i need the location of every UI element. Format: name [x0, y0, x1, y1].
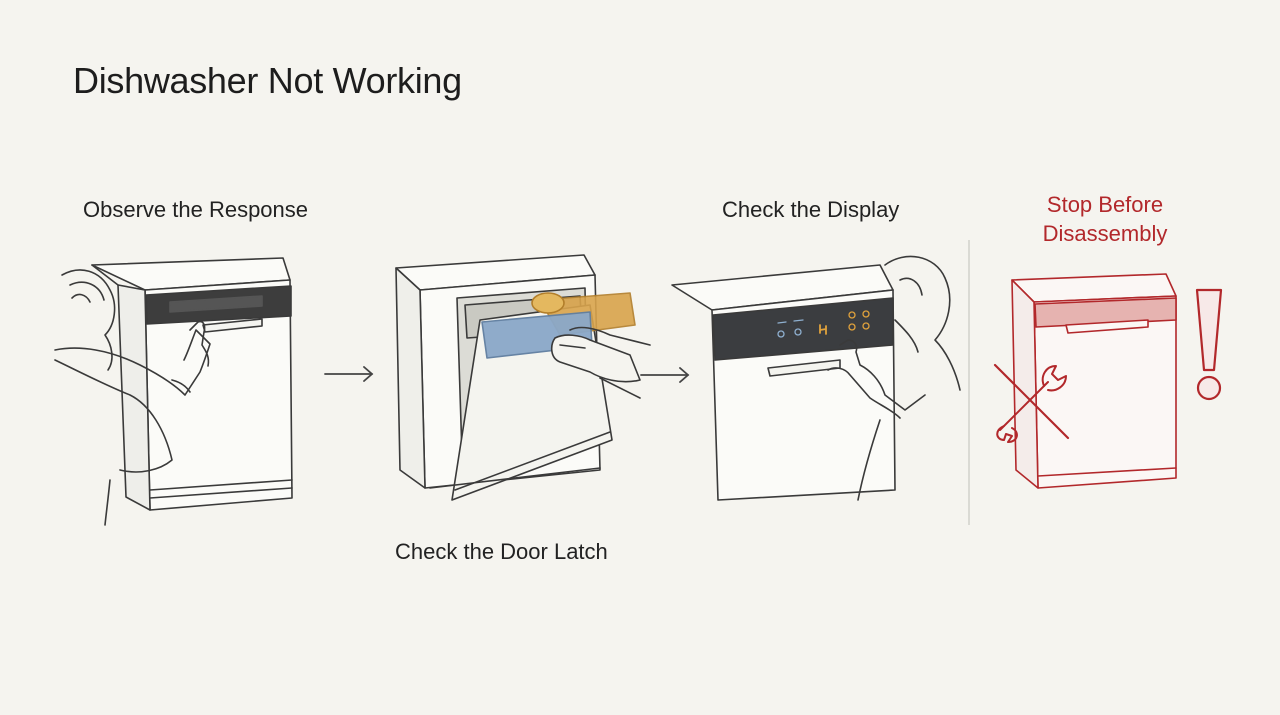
step-3-illustration — [671, 255, 961, 501]
step-4-label: Stop Before Disassembly — [1030, 190, 1180, 248]
step-3-label: Check the Display — [722, 197, 900, 222]
arrow-2 — [640, 367, 690, 383]
dishwasher-closeup — [671, 264, 896, 501]
dishwasher-closed — [91, 257, 293, 511]
step-4-label-line-1: Stop Before — [1046, 192, 1164, 217]
hands-on-latch — [550, 326, 651, 399]
step-2-label: Check the Door Latch — [395, 539, 608, 564]
step-2-illustration — [395, 254, 651, 501]
wrench-icon — [996, 365, 1067, 443]
person-checking-display — [827, 255, 961, 501]
dishwasher-warning — [1011, 273, 1177, 489]
person-pressing-button — [54, 269, 211, 526]
display-panel — [712, 297, 894, 361]
display-icons — [777, 310, 870, 338]
exclamation-icon — [1195, 288, 1223, 401]
cross-out-icon — [993, 363, 1070, 440]
page-title: Dishwasher Not Working — [73, 60, 462, 101]
step-1-illustration — [54, 257, 293, 526]
step-4-illustration — [993, 273, 1223, 489]
arrow-1 — [324, 366, 374, 382]
step-4-label-line-2: Disassembly — [1042, 221, 1168, 246]
step-1-label: Observe the Response — [83, 197, 309, 222]
dishwasher-open — [395, 254, 613, 501]
